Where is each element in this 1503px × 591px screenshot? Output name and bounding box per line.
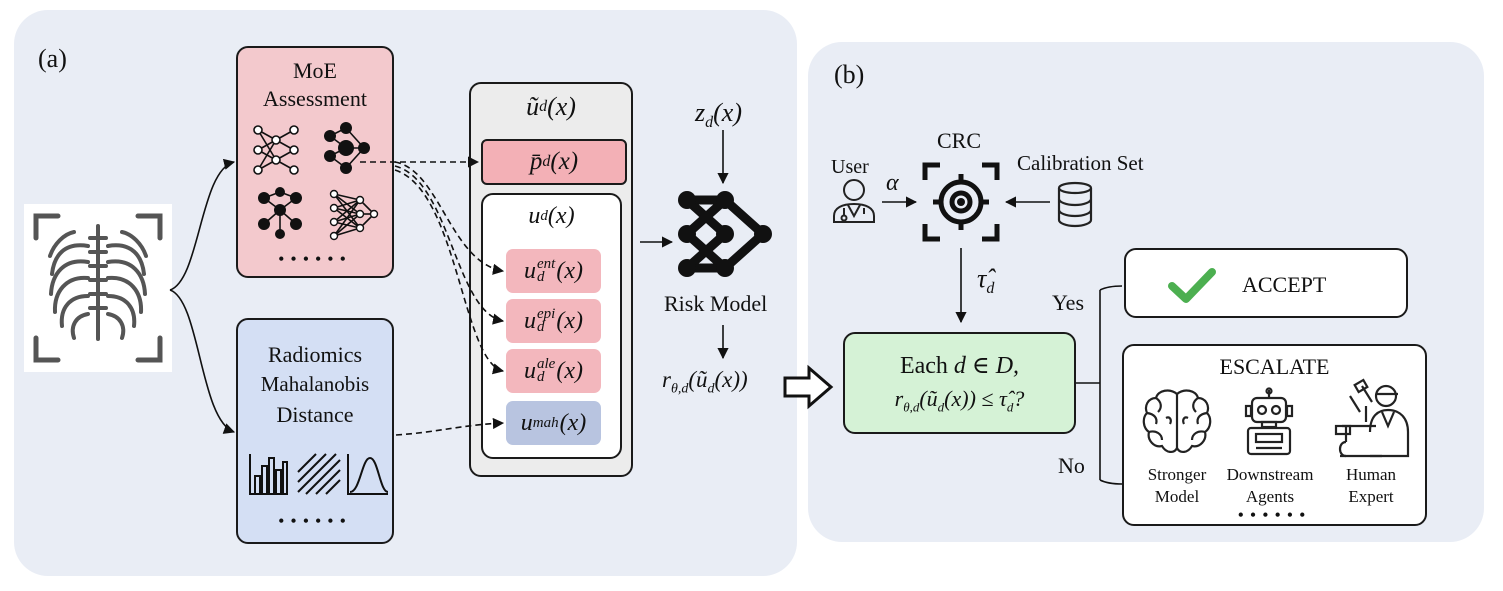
dashed-moe-to-ale <box>394 169 505 375</box>
calibration-set-label: Calibration Set <box>1017 151 1144 175</box>
radiomics-feature-icons <box>249 453 389 495</box>
moe-title-line2: Assessment <box>263 86 367 111</box>
crc-label: CRC <box>937 128 982 153</box>
user-doctor-icon <box>833 179 875 223</box>
accept-box: ACCEPT <box>1124 248 1408 318</box>
tau-hat-label: τ̂d <box>977 264 995 298</box>
database-icon <box>1057 181 1093 228</box>
decision-branch-bracket <box>1076 285 1123 485</box>
arrow-xray-to-moe <box>169 158 236 291</box>
risk-model-network-icon <box>678 191 772 277</box>
radiomics-line3: Distance <box>276 402 354 427</box>
robot-agent-icon <box>1244 387 1294 456</box>
moe-title-line1: MoE <box>293 58 337 83</box>
decision-box: Each d ∈ D, rθ,d(ũd(x)) ≤ τ̂d? <box>843 332 1076 434</box>
radiomics-box: Radiomics Mahalanobis Distance •••••• <box>236 318 394 544</box>
hollow-arrow-to-decision <box>783 364 834 410</box>
brain-icon <box>1142 389 1212 453</box>
checkmark-icon <box>1168 268 1216 303</box>
dashed-moe-to-epi <box>394 165 505 325</box>
radiomics-line1: Radiomics <box>267 342 363 367</box>
escalate-label: ESCALATE <box>1219 354 1330 379</box>
moe-more-dots: •••••• <box>278 249 352 269</box>
panel-b-label: (b) <box>834 60 865 89</box>
z-label: zd(x) <box>695 98 742 132</box>
chest-xray-icon <box>24 204 172 372</box>
dashed-moe-to-ent <box>394 161 505 275</box>
dashed-radiomics-to-mah <box>395 417 505 436</box>
no-label: No <box>1058 453 1085 478</box>
radiomics-more-dots: •••••• <box>278 511 352 531</box>
decision-line1: Each d ∈ D, <box>899 352 1020 379</box>
arrow-xray-to-radiomics <box>169 289 236 434</box>
accept-label: ACCEPT <box>1242 272 1327 297</box>
escalate-more-dots: •••••• <box>1237 505 1312 525</box>
risk-score-label: rθ,d(ũd(x)) <box>662 367 748 397</box>
neural-network-icons <box>253 122 379 241</box>
risk-model-label: Risk Model <box>664 291 768 316</box>
yes-label: Yes <box>1052 290 1085 315</box>
panel-a-label: (a) <box>38 44 67 73</box>
alpha-label: α <box>886 170 899 196</box>
p-bar-box: p̄d(x) <box>481 139 627 185</box>
escalate-box: ESCALATE <box>1122 344 1427 526</box>
user-label: User <box>831 156 869 178</box>
human-expert-microscope-icon <box>1334 378 1410 458</box>
moe-assessment-box: MoE Assessment <box>236 46 394 278</box>
crc-target-icon <box>922 162 1000 242</box>
decision-line2: rθ,d(ũd(x)) ≤ τ̂d? <box>894 385 1025 415</box>
radiomics-line2: Mahalanobis <box>260 372 370 396</box>
